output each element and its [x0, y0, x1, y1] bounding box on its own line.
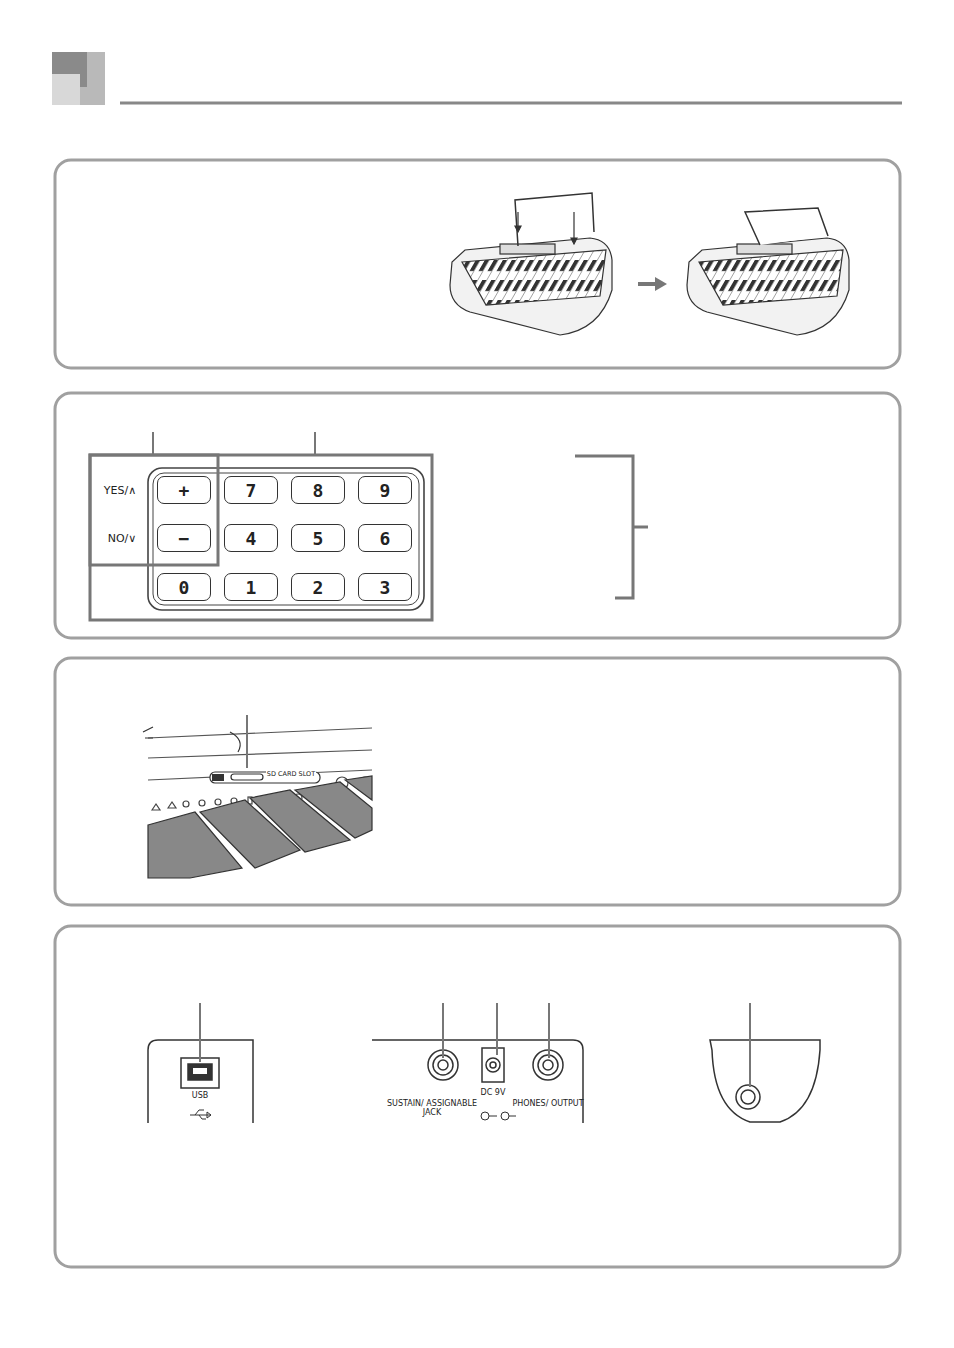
- keypad-button: 5: [291, 524, 345, 552]
- keypad-button: +: [157, 476, 211, 504]
- header-icon: [52, 74, 80, 105]
- panels: [55, 160, 900, 1267]
- slot-label: SD CARD SLOT: [266, 771, 316, 778]
- connector-panels: [148, 1003, 820, 1123]
- keypad-button: 7: [224, 476, 278, 504]
- keypad-button: 0: [157, 573, 211, 601]
- button-label: +: [179, 480, 190, 501]
- button-label: 6: [380, 528, 391, 549]
- keypad-button: 3: [358, 573, 412, 601]
- button-label: 9: [380, 480, 391, 501]
- sd-slot-illustration: [143, 715, 372, 878]
- button-label: 1: [246, 577, 257, 598]
- keypad-button: 6: [358, 524, 412, 552]
- keypad-button: 8: [291, 476, 345, 504]
- keyboard-illustration: [450, 193, 849, 335]
- keypad-button: 1: [224, 573, 278, 601]
- jack-label: SUSTAIN/ ASSIGNABLE JACK: [385, 1100, 480, 1118]
- button-caption: NO/∨: [108, 533, 137, 545]
- header-icon: [52, 52, 105, 105]
- keypad-button: 9: [358, 476, 412, 504]
- keypad-button: 4: [224, 524, 278, 552]
- port-label: USB: [192, 1092, 208, 1101]
- button-label: 8: [313, 480, 324, 501]
- jack-label: DC 9V: [481, 1089, 506, 1098]
- keypad-button: 2: [291, 573, 345, 601]
- button-label: −: [179, 528, 190, 549]
- header-rule: [120, 102, 902, 105]
- button-label: 7: [246, 480, 257, 501]
- jack-label: PHONES/ OUTPUT: [512, 1100, 583, 1109]
- button-label: 3: [380, 577, 391, 598]
- keypad-button: −: [157, 524, 211, 552]
- button-label: 0: [179, 577, 190, 598]
- button-label: 4: [246, 528, 257, 549]
- button-label: 2: [313, 577, 324, 598]
- keypad: [90, 432, 648, 620]
- button-label: 5: [313, 528, 324, 549]
- button-caption: YES/∧: [104, 485, 136, 497]
